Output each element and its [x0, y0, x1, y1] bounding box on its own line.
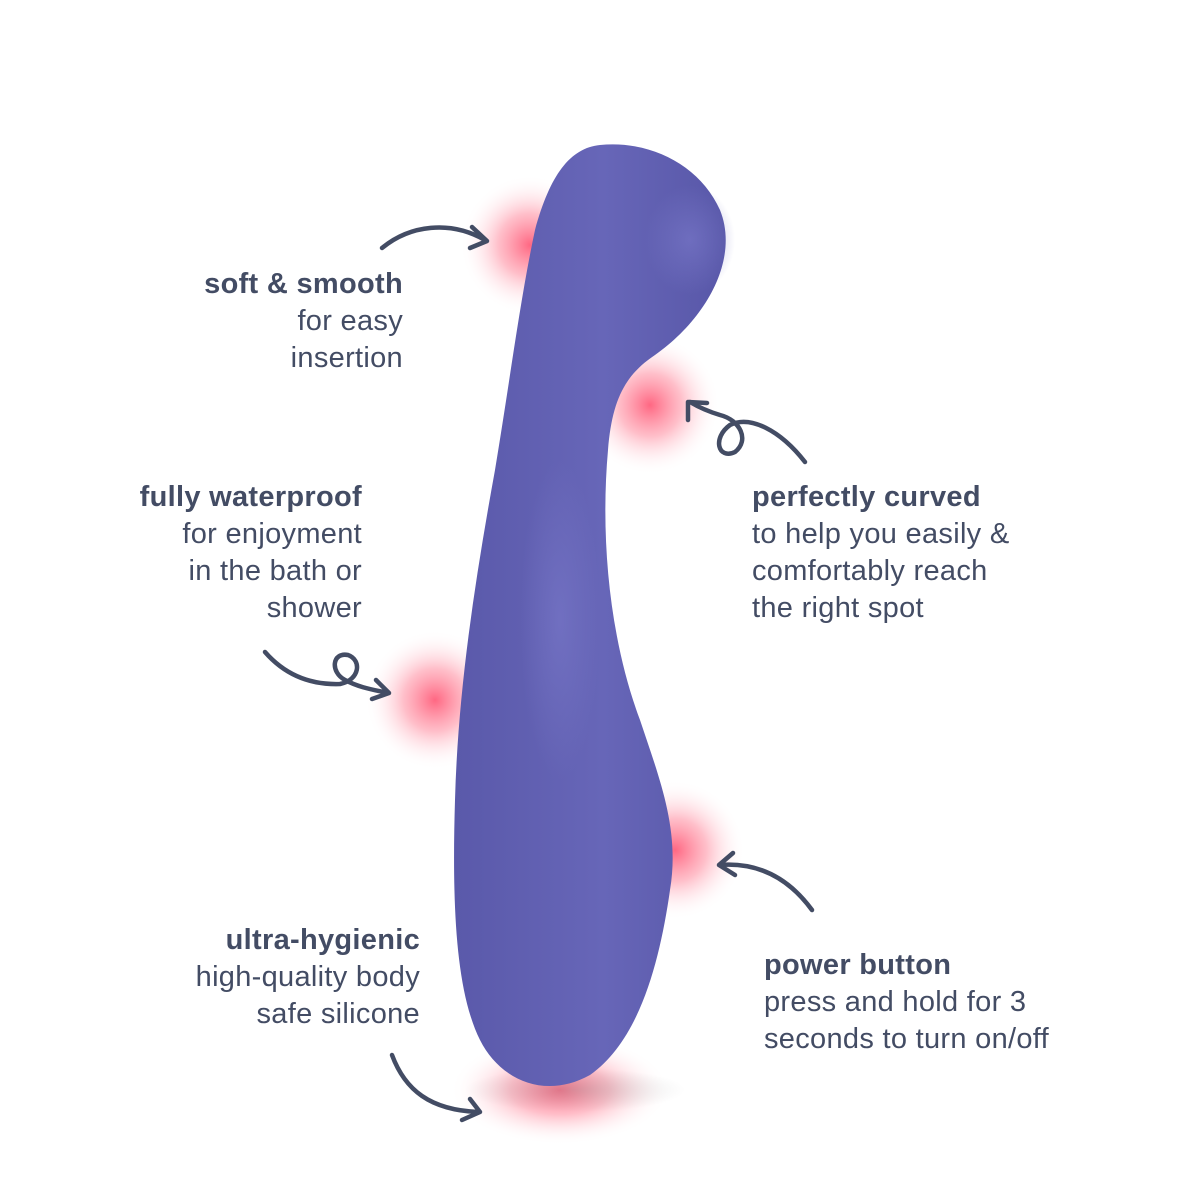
callout-perfectly-curved: perfectly curved to help you easily & co…: [752, 479, 1009, 627]
callout-title: power button: [764, 949, 952, 981]
product-sheen: [645, 185, 735, 295]
callout-title: ultra-hygienic: [225, 924, 420, 956]
callout-power-button: power button press and hold for 3 second…: [764, 947, 1049, 1058]
callout-title: soft & smooth: [204, 268, 403, 300]
callout-fully-waterproof: fully waterproof for enjoyment in the ba…: [140, 479, 362, 627]
curved-arrow-down-right-icon: [389, 1052, 483, 1123]
product-sheen-mid: [520, 460, 600, 780]
callout-title: fully waterproof: [139, 481, 362, 513]
callout-desc: to help you easily & comfortably reach t…: [752, 518, 1010, 624]
looped-arrow-left-icon: [685, 399, 808, 465]
curved-arrow-left-icon: [716, 850, 815, 913]
callout-ultra-hygienic: ultra-hygienic high-quality body safe si…: [196, 922, 420, 1033]
looped-arrow-right-icon: [262, 649, 392, 702]
callout-soft-smooth: soft & smooth for easy insertion: [204, 266, 403, 377]
curved-arrow-right-icon: [379, 224, 490, 251]
callout-desc: for enjoyment in the bath or shower: [182, 518, 362, 624]
callout-desc: high-quality body safe silicone: [195, 961, 420, 1030]
callout-desc: press and hold for 3 seconds to turn on/…: [764, 986, 1049, 1055]
callout-title: perfectly curved: [752, 481, 981, 513]
callout-desc: for easy insertion: [290, 305, 403, 374]
